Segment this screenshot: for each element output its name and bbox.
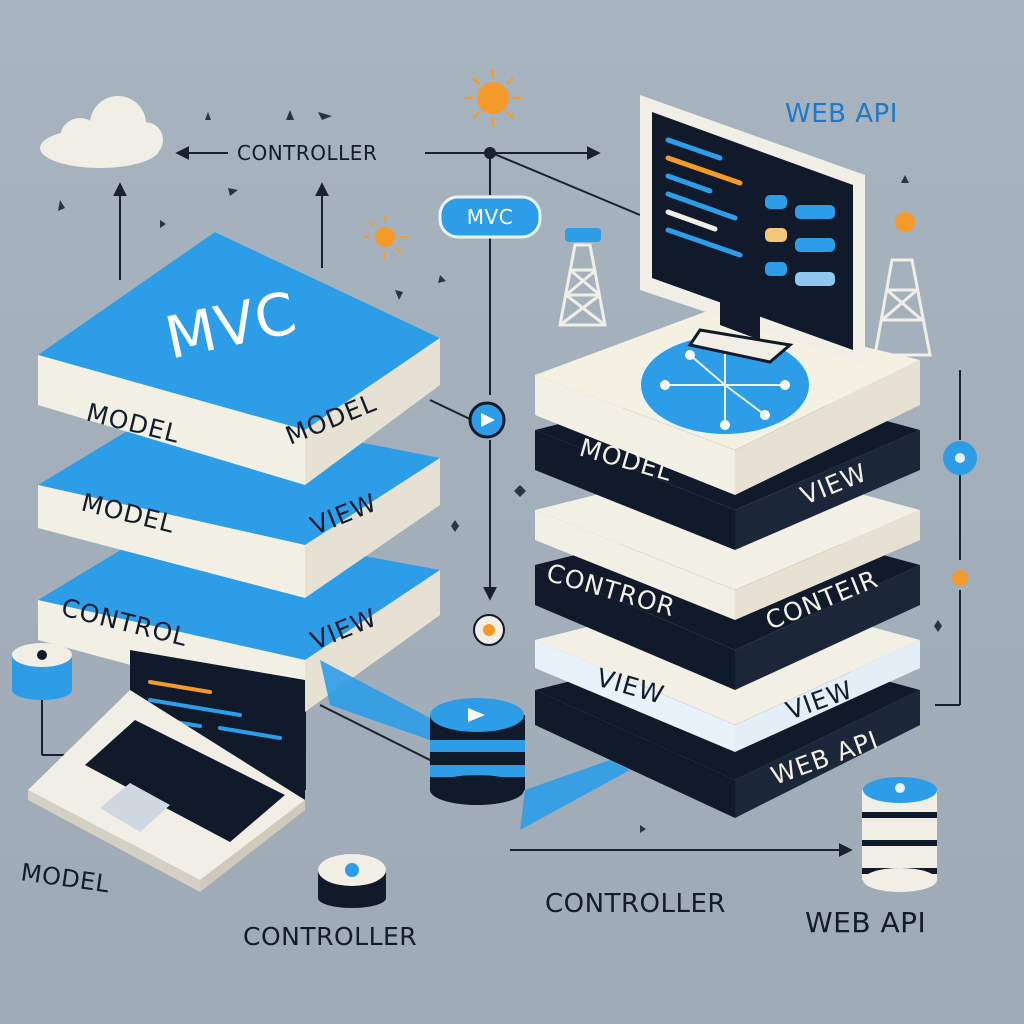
controller-top-label: CONTROLLER xyxy=(237,141,377,165)
database-small-icon xyxy=(12,643,72,700)
sun-icon xyxy=(465,70,521,126)
database-right-icon xyxy=(862,777,937,892)
controller-node-icon xyxy=(318,854,386,908)
cloud-icon xyxy=(40,96,163,168)
mvc-pill: MVC xyxy=(438,195,542,239)
sparkle-decorations xyxy=(58,110,942,833)
tower-icon-right xyxy=(873,212,932,357)
mvc-pill-label: MVC xyxy=(467,205,513,229)
database-icon xyxy=(430,698,525,805)
laptop-icon xyxy=(28,650,305,892)
small-sun-icon xyxy=(363,215,407,259)
web-api-title: WEB API xyxy=(785,99,898,129)
monitor-icon xyxy=(640,95,865,365)
data-flow-ribbon xyxy=(320,660,630,830)
bottom-controller-right-label: CONTROLLER xyxy=(545,889,726,919)
bottom-web-api-label: WEB API xyxy=(805,906,926,939)
bottom-controller-center-label: CONTROLLER xyxy=(243,922,417,951)
tower-icon xyxy=(558,228,607,327)
left-mvc-stack xyxy=(38,232,440,712)
connector-node-icons xyxy=(468,147,977,646)
